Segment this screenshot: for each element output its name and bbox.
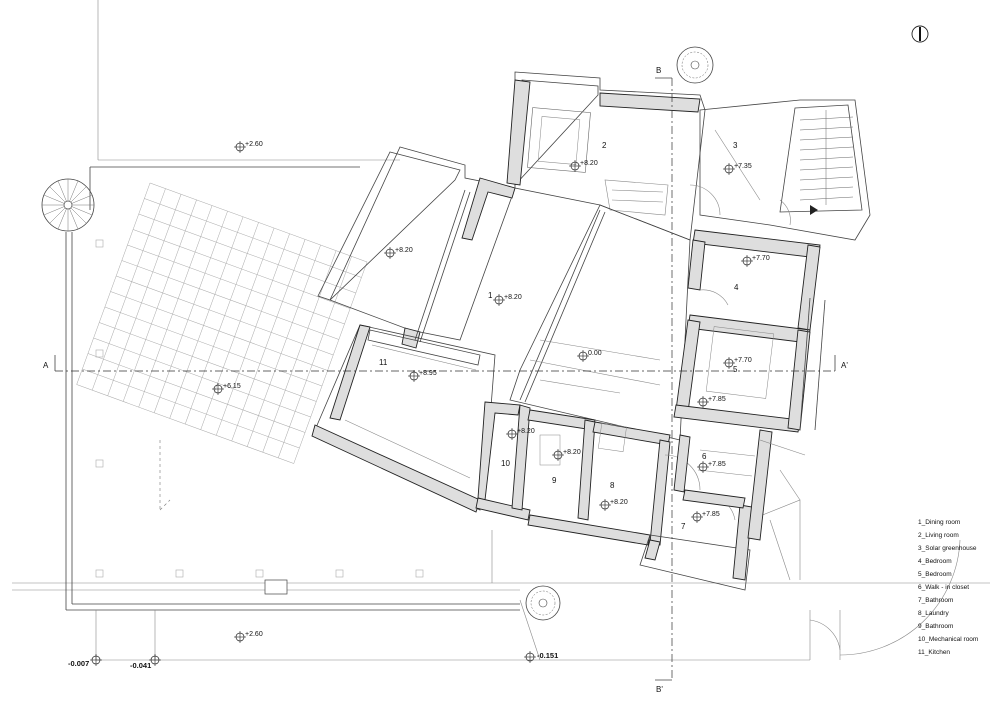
- legend-item: 7_Bathroom: [918, 597, 953, 604]
- level-label: +8.20: [504, 294, 522, 301]
- section-marker-a: A: [43, 361, 49, 370]
- section-marker-a-prime: A': [841, 361, 848, 370]
- legend-item: 11_Kitchen: [918, 649, 950, 656]
- legend: 1_Dining room 2_Living room 3_Solar gree…: [918, 519, 978, 656]
- level-crosshair-icon: +7.85: [691, 511, 720, 523]
- level-crosshair-icon: -0.007: [68, 654, 102, 668]
- legend-item: 10_Mechanical room: [918, 636, 978, 643]
- room-number-10: 10: [501, 459, 510, 468]
- level-crosshair-icon: +8.20: [552, 449, 581, 461]
- level-crosshair-icon: +7.85: [697, 461, 726, 473]
- legend-item: 4_Bedroom: [918, 558, 952, 565]
- level-label: +8.95: [419, 370, 437, 377]
- level-crosshair-icon: +8.95: [408, 370, 437, 382]
- level-crosshair-icon: +2.60: [234, 141, 263, 153]
- legend-item: 8_Laundry: [918, 610, 949, 617]
- level-label: +6.15: [223, 383, 241, 390]
- level-label: +7.70: [734, 357, 752, 364]
- level-label: +8.20: [610, 499, 628, 506]
- legend-item: 5_Bedroom: [918, 571, 952, 578]
- level-crosshair-icon: 0.00: [577, 350, 602, 362]
- room-number-9: 9: [552, 476, 557, 485]
- level-crosshair-icon: +2.60: [234, 631, 263, 643]
- room-number-7: 7: [681, 522, 686, 531]
- level-label: +8.20: [517, 428, 535, 435]
- section-lines: [54, 77, 836, 681]
- level-label: -0.007: [68, 659, 89, 668]
- building-walls: [311, 71, 871, 591]
- spiral-stair-icon: [41, 178, 95, 232]
- level-crosshair-icon: +8.20: [493, 294, 522, 306]
- section-marker-b: B: [656, 66, 661, 75]
- level-crosshair-icon: +7.85: [697, 396, 726, 408]
- level-label: +7.85: [702, 511, 720, 518]
- level-label: +7.85: [708, 461, 726, 468]
- level-crosshair-icon: +7.35: [723, 163, 752, 175]
- terrace-markers: [95, 239, 424, 578]
- legend-item: 1_Dining room: [918, 519, 960, 526]
- legend-item: 2_Living room: [918, 532, 959, 539]
- level-label: +2.60: [245, 141, 263, 148]
- legend-item: 6_Walk - in closet: [918, 584, 969, 591]
- level-label: +7.70: [752, 255, 770, 262]
- level-crosshair-icon: +7.70: [723, 357, 752, 369]
- level-crosshair-icon: +8.20: [506, 428, 535, 440]
- room-number-5: 5: [733, 365, 738, 374]
- section-marker-b-prime: B': [656, 685, 663, 694]
- level-crosshair-icon: +8.20: [384, 247, 413, 259]
- room-number-3: 3: [733, 141, 738, 150]
- level-label: +8.20: [563, 449, 581, 456]
- terrace-paving-grid: [76, 182, 368, 464]
- level-crosshair-icon: -0.041: [130, 654, 161, 670]
- legend-item: 3_Solar greenhouse: [918, 545, 977, 552]
- north-arrow-icon: [911, 25, 929, 43]
- tree-icon: [676, 46, 714, 84]
- tree-icon: [525, 585, 561, 621]
- room-number-1: 1: [488, 291, 493, 300]
- room-number-8: 8: [610, 481, 615, 490]
- level-crosshair-icon: -0.151: [524, 651, 558, 663]
- level-crosshair-icon: +6.15: [212, 383, 241, 395]
- level-label: -0.151: [537, 651, 558, 660]
- level-crosshair-icon: +7.70: [741, 255, 770, 267]
- level-label: +7.35: [734, 163, 752, 170]
- room-number-6: 6: [702, 452, 707, 461]
- site-lines: [12, 0, 990, 661]
- level-crosshair-icon: +8.20: [569, 160, 598, 172]
- room-number-2: 2: [602, 141, 607, 150]
- legend-item: 9_Bathroom: [918, 623, 953, 630]
- level-label: +7.85: [708, 396, 726, 403]
- level-label: +2.60: [245, 631, 263, 638]
- level-crosshair-icon: +8.20: [599, 499, 628, 511]
- level-label: -0.041: [130, 661, 151, 670]
- room-number-4: 4: [734, 283, 739, 292]
- room-number-11: 11: [379, 358, 388, 367]
- level-label: +8.20: [395, 247, 413, 254]
- level-label: +8.20: [580, 160, 598, 167]
- level-markers: +2.60 +8.20 +8.20 +8.20 +7.35 +7.70 0.00…: [68, 141, 770, 670]
- level-label: 0.00: [588, 350, 602, 357]
